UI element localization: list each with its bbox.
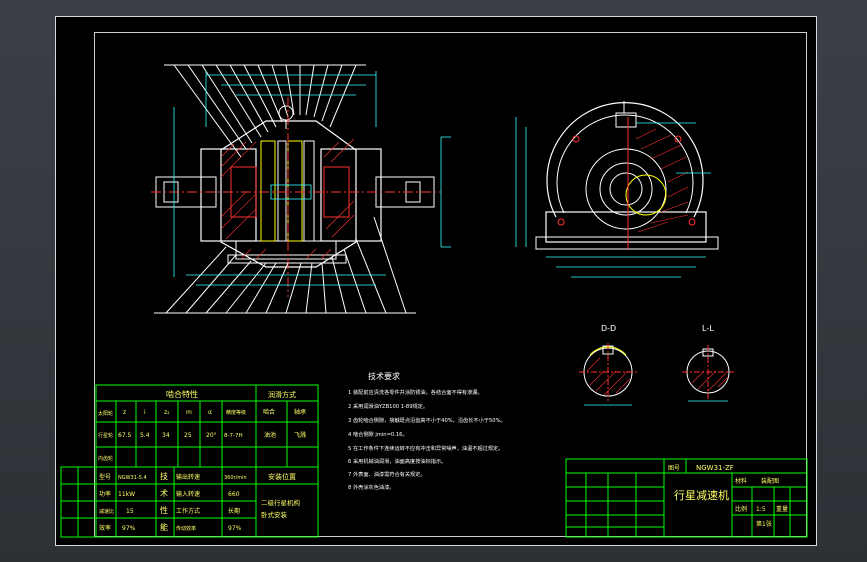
leader-lines-top [164, 64, 366, 158]
drawing-title: 行星减速机 [674, 488, 729, 502]
tech-label: 型号 [99, 473, 111, 481]
sheet-label: 第1张 [756, 520, 772, 528]
lube-value: 油池 [264, 431, 276, 439]
tech-requirement-item: 7 外表面、油漆需符合有关规定。 [348, 470, 426, 478]
tech-requirement-item: 3 齿轮啮合侧隙，接触斑点沿齿高不小于40%，沿齿长不小于50%。 [348, 416, 506, 424]
mesh-col-header: 轴承 [294, 408, 306, 416]
install-value: 二级行星机构卧式安装 [261, 498, 301, 519]
section-l-l [682, 345, 734, 402]
lube-value: 飞溅 [294, 431, 306, 439]
mesh-values: 67.5 5.4 34 25 20° 8-7-7H 油池 飞溅 [118, 431, 306, 439]
mesh-col-header: 精度等级 [226, 409, 246, 416]
tech-table-rows: 型号 NGW31-5.4 输出转速 360r/min 功率 11kW 输入转速 … [99, 473, 247, 532]
mesh-value: 67.5 [118, 432, 132, 439]
tech-requirement-item: 8 外壳涂灰色油漆。 [348, 483, 394, 491]
mesh-value: 20° [206, 432, 217, 439]
tech-value: 11kW [118, 491, 135, 498]
mesh-value: 8-7-7H [224, 433, 243, 439]
tech-value: 97% [122, 525, 136, 532]
mesh-col-header: m [186, 409, 192, 416]
scale-label: 比例 [735, 505, 747, 513]
material-value: 装配图 [761, 477, 779, 485]
tech-side-label: 术 [160, 488, 168, 498]
dimension-lines-top [205, 71, 377, 127]
drawing-code-label: 图号 [668, 465, 680, 472]
tech-table-grid [60, 466, 319, 538]
drawing-sheet: D-D L-L 技术要求 1 装配前应清洗各零件并涂防锈油，各结合面不得有渗漏。… [55, 16, 817, 546]
mesh-row-label: 内齿轮 [98, 455, 113, 462]
mesh-value: 34 [162, 432, 170, 439]
mesh-value: 25 [184, 432, 192, 439]
mesh-col-header: 啮合 [263, 408, 275, 416]
tech-value: 660 [228, 491, 240, 498]
mesh-col-header: z₂ [164, 409, 170, 416]
tech-value: 360r/min [224, 475, 247, 481]
mesh-col-header: i [144, 409, 146, 416]
material-label: 材料 [735, 477, 747, 485]
drawing-code: NGW31-ZF [696, 464, 734, 472]
tech-value: 长期 [228, 507, 240, 515]
tech-side-label: 技 [160, 471, 168, 481]
tech-requirements-title: 技术要求 [368, 371, 400, 381]
mesh-col-header: z [123, 409, 126, 416]
lubrication-title: 润滑方式 [268, 390, 296, 399]
leader-lines-bottom [154, 216, 416, 314]
mesh-table-grid [95, 384, 319, 468]
mesh-col-header: α [208, 409, 212, 416]
drawing-frame [94, 32, 807, 537]
mesh-row-label: 太阳轮 [98, 410, 113, 417]
tech-requirement-item: 6 采用机械油润滑，油面高度按油标指示。 [348, 457, 446, 465]
title-block-grid [565, 458, 808, 538]
mesh-col-headers: z i z₂ m α 精度等级 啮合 轴承 [123, 408, 306, 416]
tech-side-label: 性 [160, 505, 168, 515]
dimension-lines-bottom [173, 107, 451, 286]
mass-label: 重量 [776, 505, 788, 513]
side-view [515, 101, 719, 278]
mesh-row-label: 行星轮 [98, 432, 113, 439]
side-dimensions [515, 117, 711, 278]
gearbox-housing [155, 105, 435, 268]
tech-label: 输入转速 [176, 490, 200, 498]
tech-label: 传动效率 [176, 525, 196, 532]
tech-requirement-item: 5 在工作条件下连续运转不应有冲击和异常噪声，油温不超过规定。 [348, 444, 503, 452]
side-bolts [557, 135, 696, 226]
tech-requirement-item: 4 啮合侧隙 jmin=0.16。 [348, 430, 408, 438]
mesh-row-labels: 太阳轮 行星轮 内齿轮 [98, 410, 113, 462]
tech-label: 工作方式 [176, 507, 200, 515]
front-section-view [151, 64, 451, 314]
scale-value: 1:5 [756, 506, 766, 513]
tech-label: 输出转速 [176, 473, 200, 481]
section-label-d: D-D [601, 324, 616, 333]
tech-value: 97% [228, 525, 242, 532]
tech-requirement-item: 2 采用润滑油YZB100 1-89规定。 [348, 402, 428, 410]
mesh-value: 5.4 [140, 432, 150, 439]
tech-label: 减速比 [99, 508, 114, 515]
install-title: 安装位置 [268, 472, 296, 481]
tech-side-labels: 技 术 性 能 [160, 471, 168, 532]
mesh-table-title: 啮合特性 [166, 389, 198, 399]
tech-label: 效率 [99, 524, 111, 532]
side-hatching [635, 128, 689, 233]
section-d-d [579, 343, 638, 406]
section-label-l: L-L [702, 324, 714, 333]
tech-requirements-list: 1 装配前应清洗各零件并涂防锈油，各结合面不得有渗漏。 2 采用润滑油YZB10… [348, 388, 506, 491]
tech-side-label: 能 [160, 522, 168, 532]
section-hatching [220, 138, 355, 260]
tech-label: 功率 [99, 490, 111, 498]
tech-requirement-item: 1 装配前应清洗各零件并涂防锈油，各结合面不得有渗漏。 [348, 388, 483, 396]
tech-value: NGW31-5.4 [118, 475, 147, 481]
drawing-canvas: D-D L-L 技术要求 1 装配前应清洗各零件并涂防锈油，各结合面不得有渗漏。… [60, 64, 808, 538]
tech-value: 15 [126, 508, 134, 515]
